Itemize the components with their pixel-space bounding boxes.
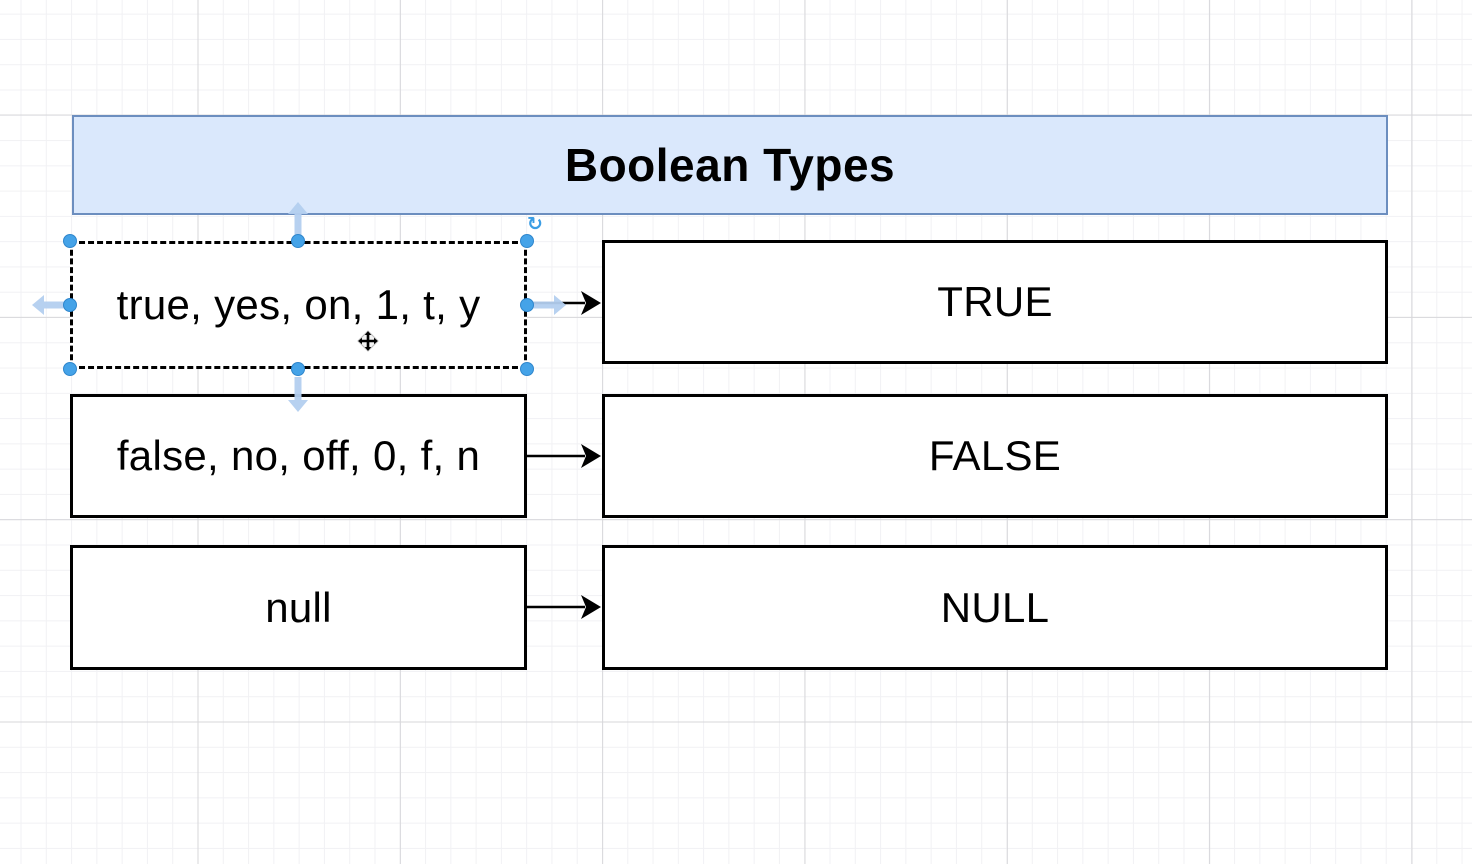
resize-handle-se[interactable] <box>520 362 534 376</box>
source-node-label: true, yes, on, 1, t, y <box>116 281 481 328</box>
source-node-true[interactable]: true, yes, on, 1, t, y <box>70 241 527 369</box>
target-node-label: NULL <box>940 583 1050 631</box>
rotate-icon[interactable]: ↻ <box>527 213 543 235</box>
title-label: Boolean Types <box>564 139 896 191</box>
source-node-label: null <box>265 583 332 631</box>
connector-arrow[interactable] <box>527 440 603 472</box>
resize-handle-n[interactable] <box>291 234 305 248</box>
target-node-label: FALSE <box>928 432 1062 479</box>
source-node-label: false, no, off, 0, f, n <box>116 432 481 479</box>
target-node-label: TRUE <box>937 278 1053 325</box>
source-node-null[interactable]: null <box>70 545 527 670</box>
direction-arrow-up-icon[interactable] <box>286 201 310 237</box>
resize-handle-nw[interactable] <box>63 234 77 248</box>
resize-handle-e[interactable] <box>520 298 534 312</box>
resize-handle-w[interactable] <box>63 298 77 312</box>
target-node-null[interactable]: NULL <box>602 545 1388 670</box>
resize-handle-s[interactable] <box>291 362 305 376</box>
resize-handle-ne[interactable] <box>520 234 534 248</box>
connector-arrow[interactable] <box>527 591 603 623</box>
move-cursor-icon <box>357 330 379 352</box>
resize-handle-sw[interactable] <box>63 362 77 376</box>
direction-arrow-down-icon[interactable] <box>286 377 310 413</box>
target-node-false[interactable]: FALSE <box>602 394 1388 518</box>
direction-arrow-left-icon[interactable] <box>31 293 67 317</box>
title-node[interactable]: Boolean Types <box>72 115 1388 215</box>
target-node-true[interactable]: TRUE <box>602 240 1388 364</box>
direction-arrow-right-icon[interactable] <box>531 293 567 317</box>
